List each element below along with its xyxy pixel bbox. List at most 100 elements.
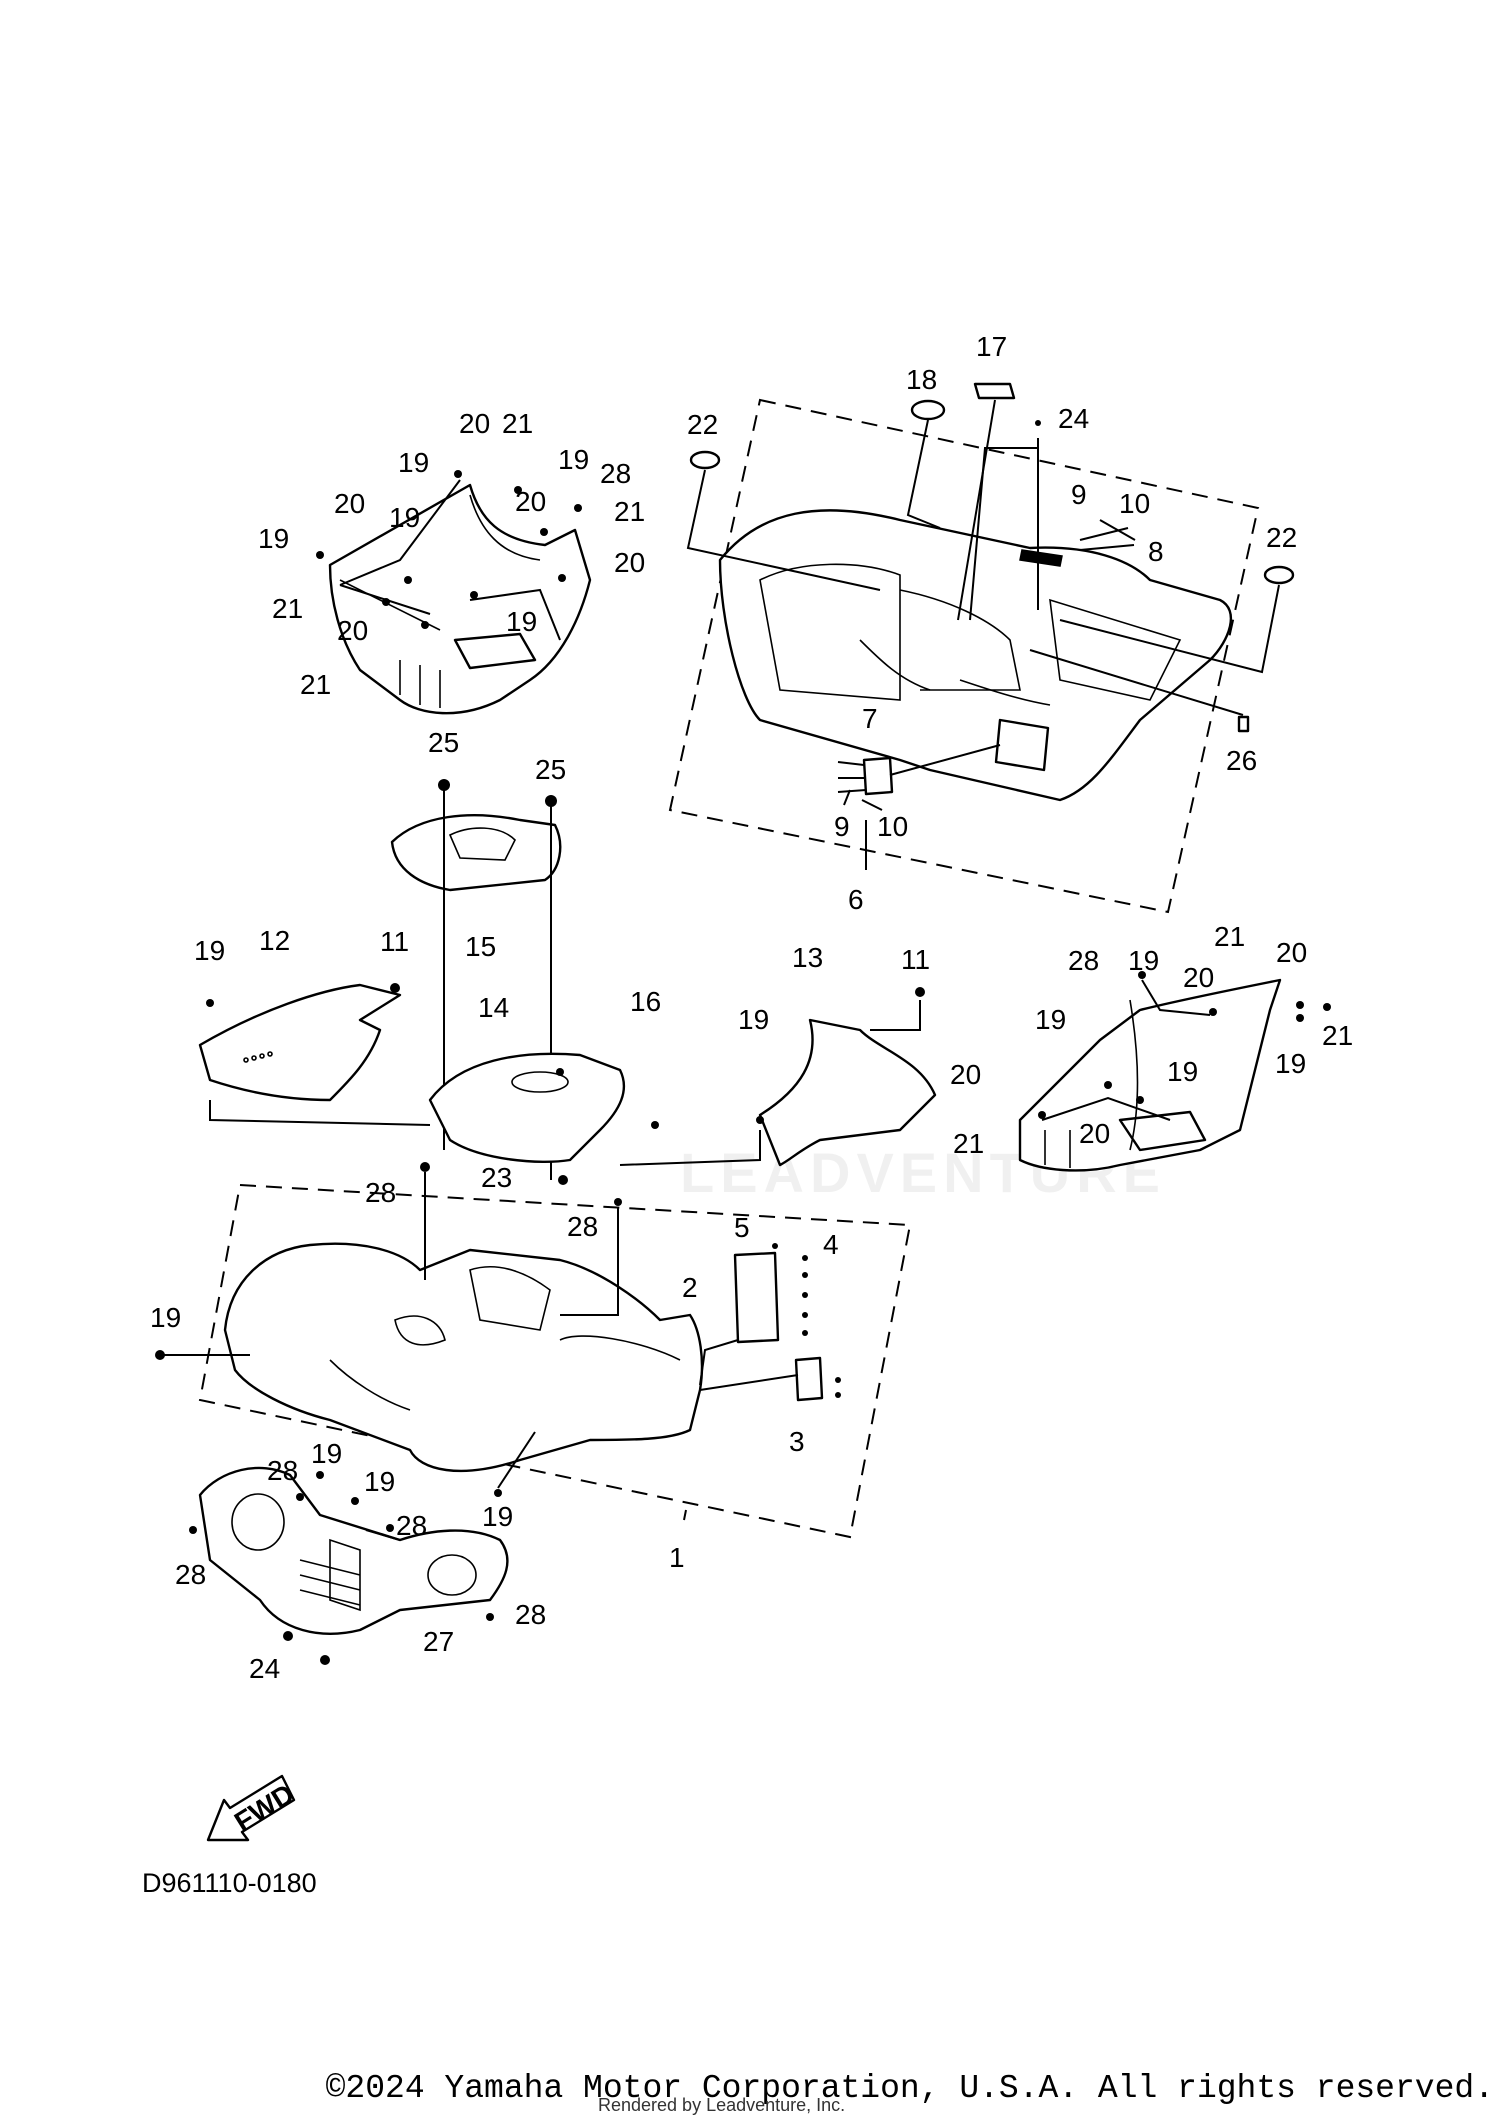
callout-28: 28	[365, 1177, 396, 1208]
callout-11: 11	[380, 926, 409, 957]
callout-20: 20	[337, 615, 368, 646]
callout-21: 21	[300, 669, 331, 700]
part-17-decal[interactable]	[973, 382, 1016, 400]
callout-28: 28	[515, 1599, 546, 1630]
callout-9: 9	[1071, 479, 1087, 510]
callout-12: 12	[259, 925, 290, 956]
part-22-grommet-right[interactable]	[1263, 565, 1295, 585]
callout-20: 20	[950, 1059, 981, 1090]
callout-20: 20	[459, 408, 490, 439]
fwd-arrow: FWD	[206, 1774, 300, 1842]
callout-11: 11	[901, 944, 930, 975]
center-covers-group	[198, 779, 937, 1180]
callout-22: 22	[687, 409, 718, 440]
callout-19: 19	[1167, 1056, 1198, 1087]
callout-18: 18	[906, 364, 937, 395]
callout-7: 7	[862, 703, 878, 734]
callout-21: 21	[1214, 921, 1245, 952]
callout-22: 22	[1266, 522, 1297, 553]
part-12-left-side-cover[interactable]	[198, 983, 402, 1102]
callout-19: 19	[150, 1302, 181, 1333]
callout-17: 17	[976, 331, 1007, 362]
callout-19: 19	[506, 606, 537, 637]
callout-23: 23	[481, 1162, 512, 1193]
rear-vent	[1019, 549, 1063, 567]
callout-15: 15	[465, 931, 496, 962]
callout-19: 19	[389, 502, 420, 533]
callout-21: 21	[502, 408, 533, 439]
callout-19: 19	[1128, 945, 1159, 976]
part-7-panel[interactable]	[862, 756, 894, 796]
part-22-grommet-left[interactable]	[689, 450, 721, 470]
callout-26: 26	[1226, 745, 1257, 776]
front-bumper-group	[189, 1466, 509, 1665]
left-footrest-group	[316, 470, 592, 715]
callout-28: 28	[1068, 945, 1099, 976]
callout-19: 19	[738, 1004, 769, 1035]
callout-20: 20	[515, 486, 546, 517]
callout-24: 24	[249, 1653, 280, 1684]
part-25-screw-left[interactable]	[438, 779, 450, 791]
callout-10: 10	[1119, 488, 1150, 519]
callout-13: 13	[792, 942, 823, 973]
callout-21: 21	[1322, 1020, 1353, 1051]
callout-6: 6	[848, 884, 864, 915]
callout-20: 20	[1276, 937, 1307, 968]
part-15-tank-cover[interactable]	[390, 814, 562, 892]
callout-28: 28	[600, 458, 631, 489]
callout-1: 1	[669, 1542, 685, 1573]
callout-28: 28	[567, 1211, 598, 1242]
callout-8: 8	[1148, 536, 1164, 567]
callout-21: 21	[272, 593, 303, 624]
callout-20: 20	[1079, 1118, 1110, 1149]
part-3-panel[interactable]	[794, 1356, 824, 1402]
callout-19: 19	[258, 523, 289, 554]
part-25-screw-right[interactable]	[545, 795, 557, 807]
callout-21: 21	[953, 1128, 984, 1159]
diagram-code: D961110-0180	[142, 1868, 317, 1898]
callout-20: 20	[1183, 962, 1214, 993]
callout-19: 19	[482, 1501, 513, 1532]
part-26-clip[interactable]	[1237, 715, 1250, 733]
rear-rack-panel[interactable]	[994, 718, 1050, 772]
callout-19: 19	[311, 1438, 342, 1469]
right-footrest[interactable]	[1018, 978, 1282, 1172]
callout-10: 10	[877, 811, 908, 842]
part-24-screw-rear[interactable]	[1035, 420, 1041, 426]
callout-20: 20	[334, 488, 365, 519]
part-2-panel[interactable]	[733, 1251, 780, 1344]
callout-28: 28	[267, 1455, 298, 1486]
callout-20: 20	[614, 547, 645, 578]
front-fender[interactable]	[223, 1242, 704, 1473]
callout-16: 16	[630, 986, 661, 1017]
callout-24: 24	[1058, 403, 1089, 434]
left-footrest-floorboard	[453, 632, 537, 670]
right-footrest-floorboard	[1118, 1110, 1207, 1152]
callout-5: 5	[734, 1212, 750, 1243]
callout-28: 28	[175, 1559, 206, 1590]
callout-2: 2	[682, 1272, 698, 1303]
callout-27: 27	[423, 1626, 454, 1657]
part-14-center-cover[interactable]	[428, 1052, 626, 1163]
part-18-grommet[interactable]	[910, 399, 946, 421]
callout-4: 4	[823, 1229, 839, 1260]
callout-19: 19	[1035, 1004, 1066, 1035]
callout-3: 3	[789, 1426, 805, 1457]
callout-19: 19	[398, 447, 429, 478]
callout-9: 9	[834, 811, 850, 842]
callout-25: 25	[535, 754, 566, 785]
right-footrest-group	[1018, 971, 1331, 1172]
callout-19: 19	[194, 935, 225, 966]
callout-21: 21	[614, 496, 645, 527]
part-27-front-bumper[interactable]	[198, 1466, 509, 1635]
left-footrest[interactable]	[328, 483, 592, 715]
copyright-notice: ©2024 Yamaha Motor Corporation, U.S.A. A…	[325, 2070, 1494, 2107]
callout-28: 28	[396, 1510, 427, 1541]
callout-19: 19	[364, 1466, 395, 1497]
part-13-right-side-cover[interactable]	[758, 1018, 937, 1167]
rear-fender-group	[668, 382, 1295, 914]
render-credit: Rendered by Leadventure, Inc.	[598, 2095, 846, 2115]
callout-19: 19	[1275, 1048, 1306, 1079]
callout-labels: 17 18 24 22 22 9 10 8 26 7 9 10 6 20 21 …	[150, 331, 1353, 1684]
